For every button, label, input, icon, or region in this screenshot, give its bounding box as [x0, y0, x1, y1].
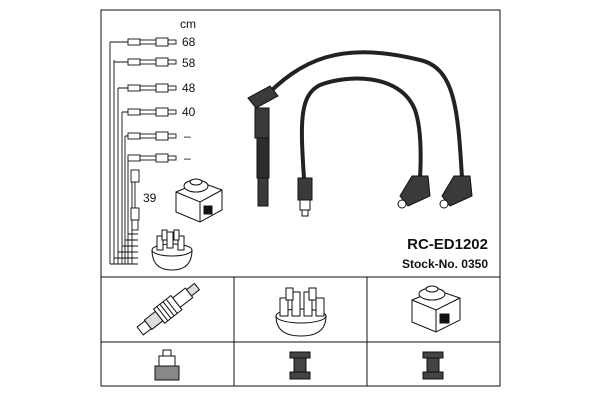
wire-length-schematic	[109, 41, 138, 265]
wire-length-label: –	[184, 129, 191, 143]
ignition-coil-icon	[175, 178, 223, 223]
stock-number: Stock-No. 0350	[402, 257, 488, 271]
wire-length-label: 40	[182, 105, 196, 119]
plug-terminal-icon	[154, 349, 180, 381]
wire-length-label: 68	[182, 35, 196, 49]
wire-terminal-5	[127, 131, 177, 141]
wire-length-label: –	[184, 151, 191, 165]
clip-terminal-icon	[289, 351, 311, 380]
wire-terminal-1	[127, 37, 177, 47]
distributor-cap-icon	[151, 229, 193, 271]
ignition-coil-icon	[411, 285, 461, 333]
distributor-cap-icon	[275, 287, 327, 337]
wire-length-label: 58	[182, 56, 196, 70]
length-unit-label: cm	[180, 17, 196, 31]
spark-plug-icon	[136, 282, 201, 336]
part-number: RC-ED1202	[407, 236, 488, 253]
ignition-wire-set-icon	[247, 50, 473, 217]
clip-terminal-icon	[422, 351, 444, 380]
wire-terminal-4	[127, 107, 177, 117]
diagram-frame	[100, 9, 501, 387]
wire-terminal-6	[127, 153, 177, 163]
wire-terminal-2	[127, 57, 177, 67]
coil-lead-length-label: 39	[143, 191, 157, 205]
wire-terminal-3	[127, 83, 177, 93]
wire-terminals	[127, 37, 177, 231]
wire-length-labels: 68 58 48 40 – – 39	[143, 35, 196, 205]
coil-lead-terminal	[130, 169, 140, 231]
wire-length-label: 48	[182, 81, 196, 95]
